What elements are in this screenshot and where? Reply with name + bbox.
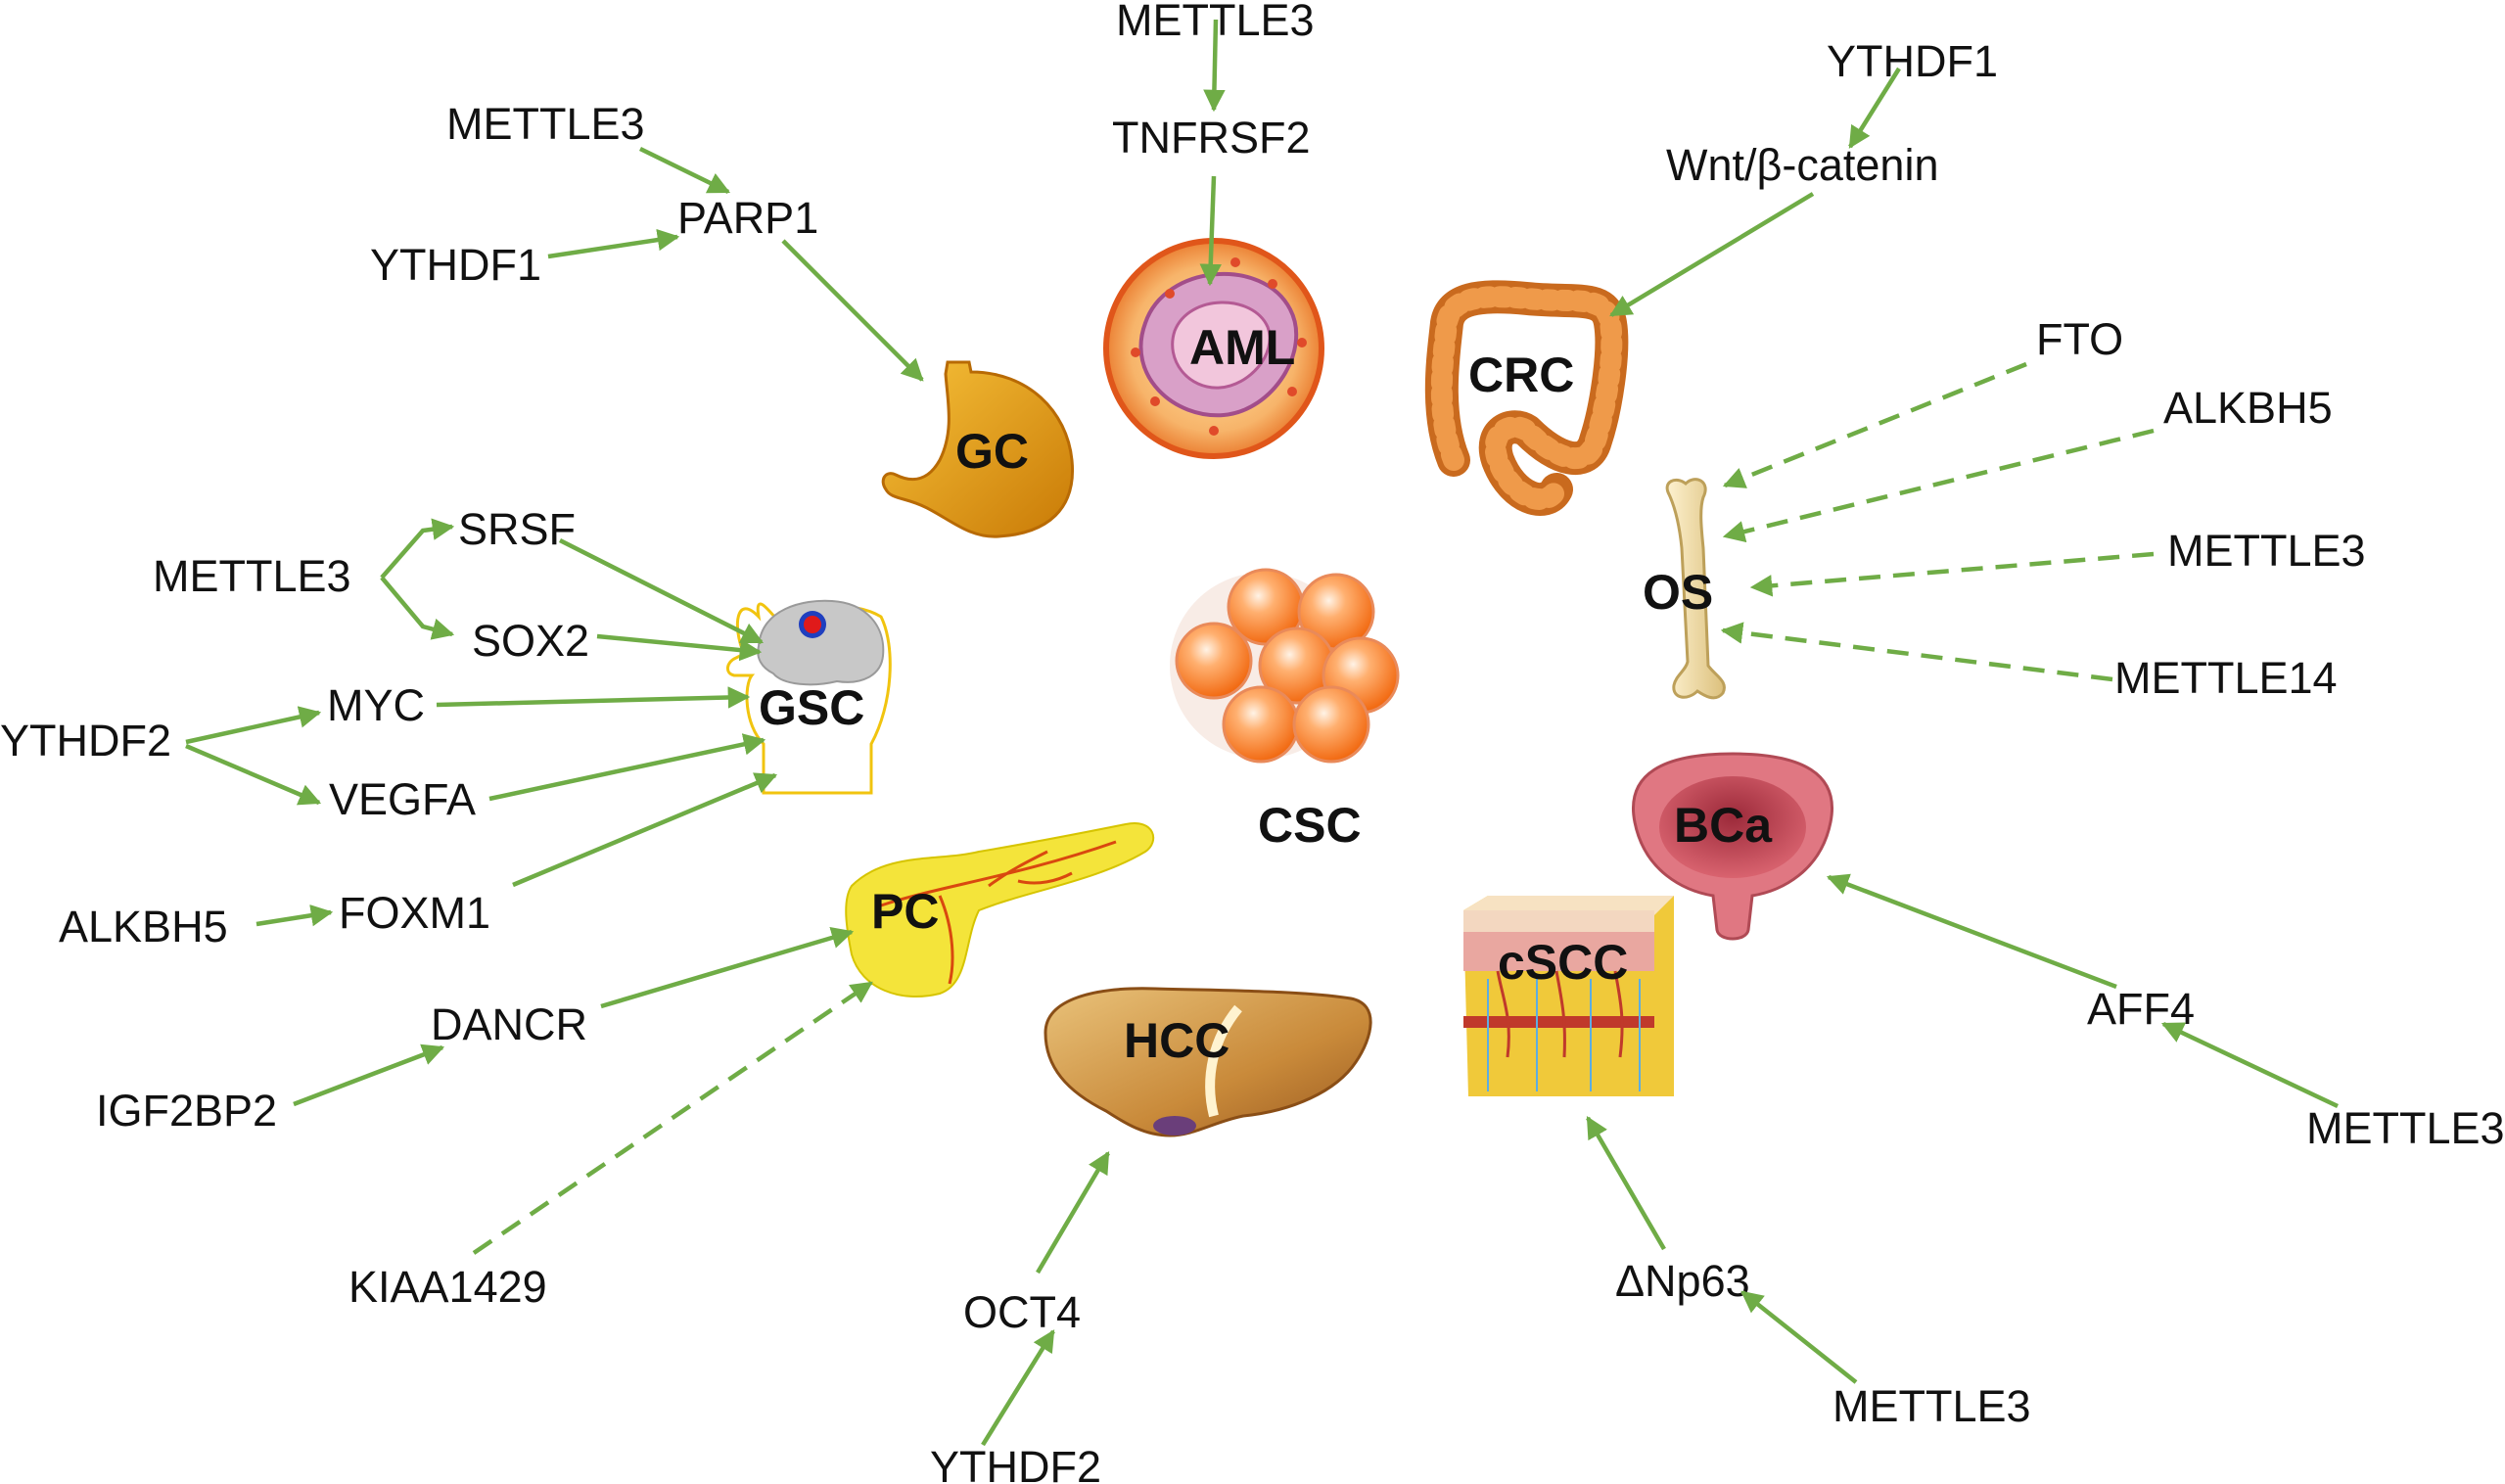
arrow-mettle14-to-os — [1720, 622, 2113, 682]
bca-bladder-illustration — [1632, 752, 1833, 941]
aml-label: AML — [1189, 320, 1295, 375]
os-fto-label: FTO — [2036, 314, 2123, 364]
aml-tnfrsf2-label: TNFRSF2 — [1112, 113, 1311, 162]
gc-mettle3-label: METTLE3 — [446, 99, 645, 149]
arrow-oct4-to-hcc — [1036, 1151, 1110, 1275]
arrow-myc-to-gsc — [436, 686, 751, 709]
arrow-mettle3-to-dnp63 — [1740, 1290, 1858, 1384]
arrow-ythdf2-to-oct4 — [981, 1329, 1055, 1447]
aml-cell-illustration — [1103, 238, 1324, 459]
arrow-tnfrsf2-to-aml — [1199, 175, 1222, 287]
arrow-mettle3-to-aff4 — [2160, 1021, 2339, 1109]
crc-colon-illustration — [1424, 280, 1629, 516]
gsc-sox2-label: SOX2 — [472, 616, 589, 666]
hcc-liver-illustration — [1044, 987, 1372, 1137]
arrow-ythdf1-to-parp1 — [547, 228, 680, 259]
cscc-dnp63-label: ΔNp63 — [1615, 1256, 1750, 1306]
os-label: OS — [1643, 565, 1713, 620]
gsc-foxm1-label: FOXM1 — [339, 888, 490, 938]
arrow-mettle3-to-srsf — [380, 518, 455, 580]
arrow-srsf-to-gsc — [558, 537, 765, 645]
cscc-mettle3-label: METTLE3 — [1832, 1381, 2031, 1431]
arrow-igf2bp2-to-dancr — [293, 1043, 445, 1107]
arrow-wnt-to-crc — [1609, 192, 1815, 317]
arrow-alkbh5-to-foxm1 — [255, 904, 334, 927]
pc-dancr-label: DANCR — [431, 999, 587, 1049]
gsc-label: GSC — [759, 680, 864, 735]
gsc-alkbh5-label: ALKBH5 — [59, 902, 228, 951]
cscc-label: cSCC — [1498, 935, 1628, 990]
csc-label: CSC — [1258, 798, 1362, 853]
pc-label: PC — [871, 884, 939, 939]
arrow-fto-to-os — [1722, 361, 2027, 488]
arrow-dancr-to-pc — [600, 926, 855, 1009]
arrow-ythdf2-to-myc — [185, 706, 322, 745]
arrow-mettle3-to-parp1 — [639, 146, 731, 195]
arrow-parp1-to-gc — [781, 239, 924, 382]
arrow-vegfa-to-gsc — [488, 733, 766, 802]
pc-kiaa1429-label: KIAA1429 — [348, 1262, 547, 1312]
gsc-srsf-label: SRSF — [458, 504, 576, 554]
csc-cluster-illustration — [1170, 568, 1400, 764]
crc-label: CRC — [1468, 348, 1574, 402]
gc-label: GC — [955, 424, 1029, 479]
pc-igf2bp2-label: IGF2BP2 — [96, 1086, 277, 1136]
gsc-myc-label: MYC — [327, 680, 425, 730]
arrow-sox2-to-gsc — [596, 633, 763, 662]
cscc-skin-illustration — [1463, 896, 1674, 1096]
arrow-mettle3-to-sox2 — [380, 576, 455, 640]
gc-ythdf1-label: YTHDF1 — [370, 240, 541, 290]
gsc-brain-illustration — [726, 599, 892, 795]
arrow-ythdf1-to-wnt — [1848, 67, 1901, 149]
os-bone-illustration — [1665, 478, 1726, 700]
arrow-mettle3-to-os — [1749, 551, 2155, 597]
gsc-ythdf2-label: YTHDF2 — [0, 716, 171, 765]
hcc-ythdf2-label: YTHDF2 — [930, 1442, 1101, 1484]
gc-stomach-illustration — [881, 360, 1075, 538]
bca-label: BCa — [1674, 798, 1773, 853]
bca-mettle3-label: METTLE3 — [2306, 1103, 2505, 1153]
os-mettle3-label: METTLE3 — [2167, 526, 2366, 576]
hcc-oct4-label: OCT4 — [963, 1287, 1081, 1337]
arrow-foxm1-to-gsc — [512, 772, 778, 888]
gsc-mettle3-label: METTLE3 — [153, 551, 351, 601]
arrow-ythdf2-to-vegfa — [185, 743, 322, 806]
os-alkbh5-label: ALKBH5 — [2163, 383, 2333, 433]
arrow-alkbh5-to-os — [1722, 428, 2155, 543]
arrow-kiaa1429-to-pc — [472, 981, 873, 1255]
crc-ythdf1-label: YTHDF1 — [1827, 36, 1998, 86]
arrow-mettle3-to-tnfrsf2 — [1203, 19, 1226, 113]
crc-wnt-label: Wnt/β-catenin — [1666, 140, 1938, 190]
arrow-aff4-to-bca — [1826, 873, 2117, 990]
arrow-dnp63-to-cscc — [1586, 1116, 1666, 1251]
hcc-label: HCC — [1124, 1013, 1229, 1068]
gc-parp1-label: PARP1 — [677, 193, 818, 243]
gsc-vegfa-label: VEGFA — [329, 774, 476, 824]
bca-aff4-label: AFF4 — [2087, 984, 2195, 1034]
os-mettle14-label: METTLE14 — [2114, 653, 2338, 703]
